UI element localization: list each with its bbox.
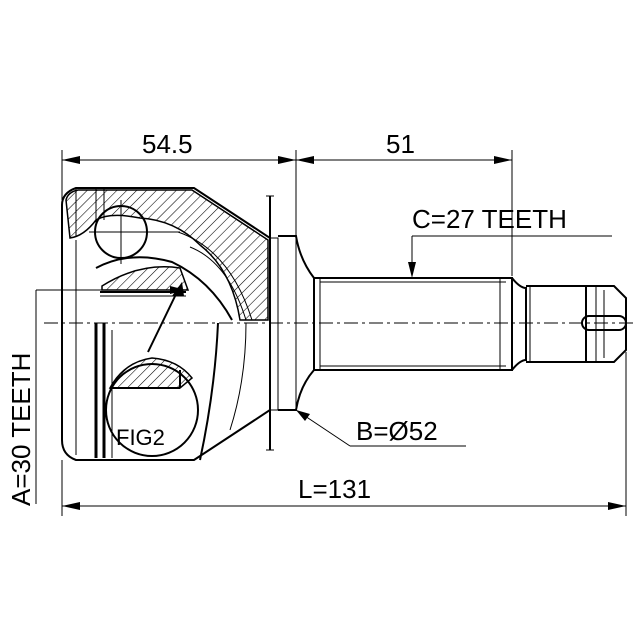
- fig2-detail: FIG2: [105, 357, 199, 457]
- outer-bell-housing: [61, 187, 271, 461]
- dimension-total-length: L=131: [61, 352, 627, 516]
- dimension-shaft-length: 51: [296, 129, 513, 276]
- inner-spline-label: A=30 TEETH: [6, 353, 36, 506]
- outer-spline-callout: C=27 TEETH: [408, 204, 612, 278]
- abs-ring-diameter-label: B=Ø52: [356, 416, 438, 446]
- abs-ring-diameter-callout: B=Ø52: [295, 409, 466, 447]
- fig2-label: FIG2: [116, 425, 165, 450]
- dimension-outer-body-length: 54.5: [61, 129, 297, 236]
- abs-ring: [266, 195, 279, 451]
- shaft-length-label: 51: [386, 129, 415, 159]
- total-length-label: L=131: [298, 474, 371, 504]
- outer-spline-label: C=27 TEETH: [412, 204, 567, 234]
- outer-body-length-label: 54.5: [142, 129, 193, 159]
- inner-spline-callout: A=30 TEETH: [6, 286, 186, 506]
- stub-shaft: [278, 235, 627, 411]
- ball-bearing: [89, 200, 180, 264]
